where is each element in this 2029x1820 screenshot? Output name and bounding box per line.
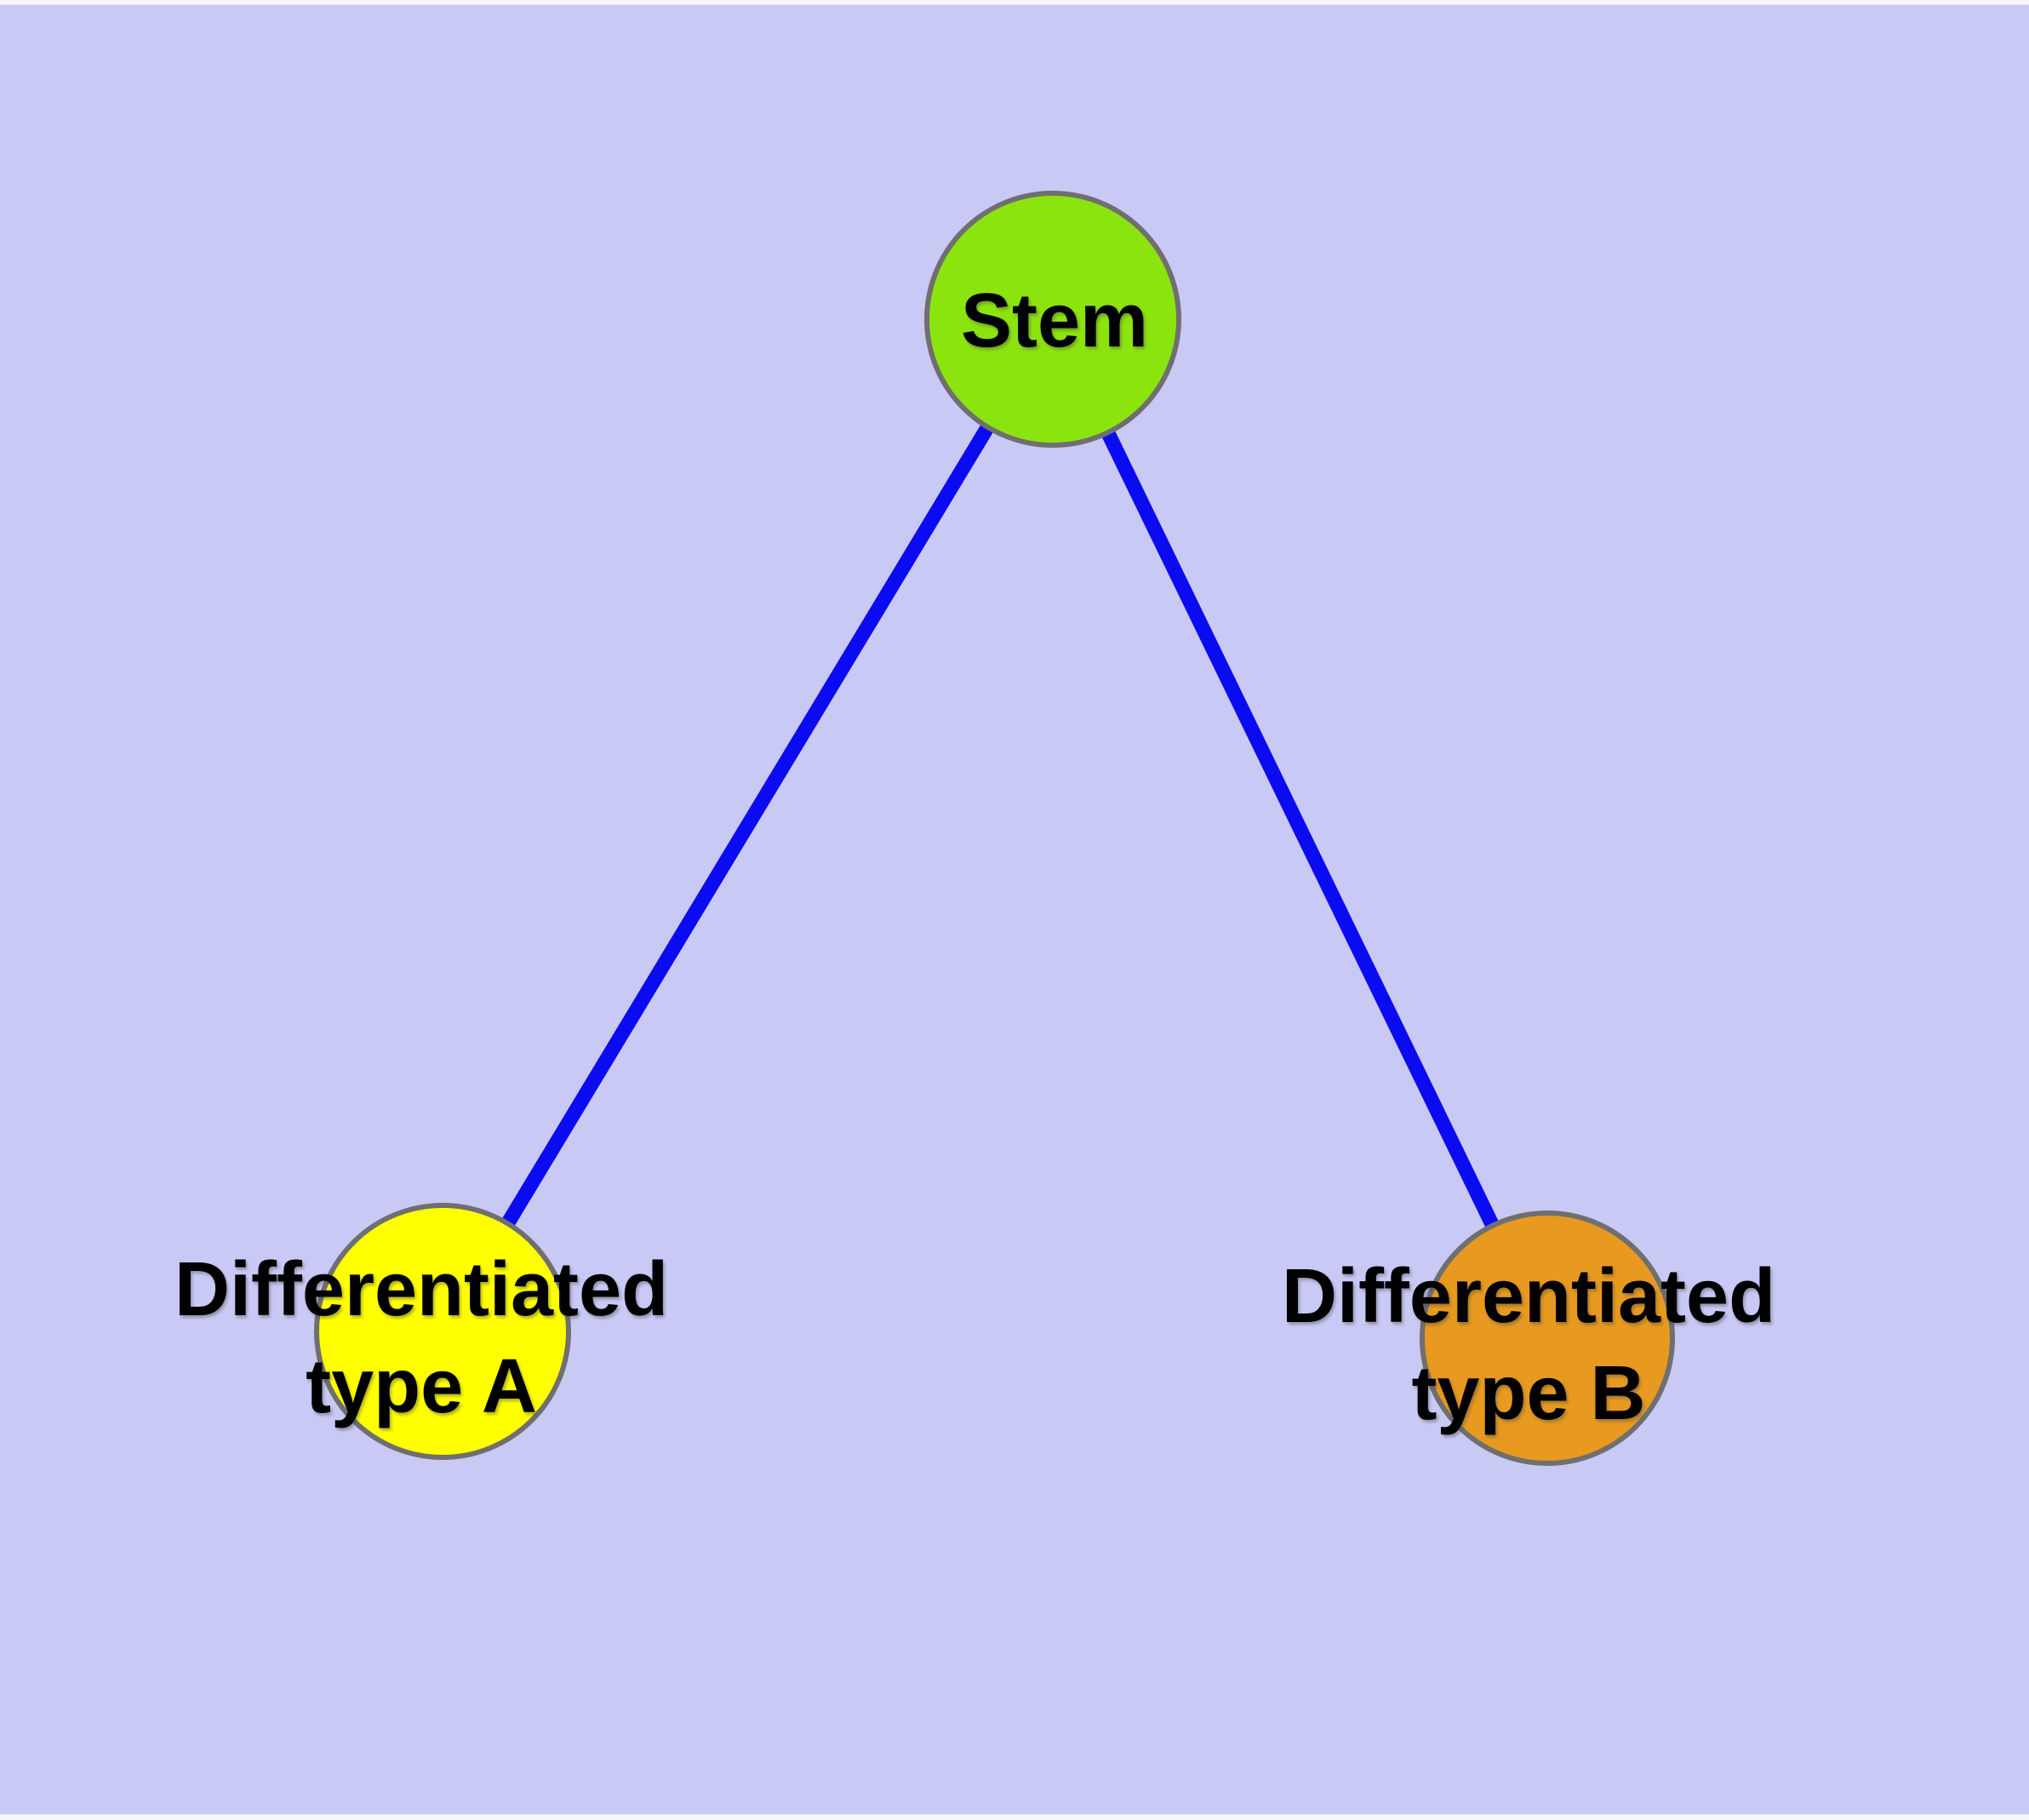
window-frame-top xyxy=(0,0,2029,5)
node-stem-label-text: Stem xyxy=(960,278,1149,363)
window-frame-bottom xyxy=(0,1814,2029,1820)
node-type-b-label-line1: Differentiated xyxy=(1281,1254,1776,1339)
node-type-b-label: Differentiated type B xyxy=(1282,1248,1775,1442)
edge-stem-to-type-a xyxy=(436,315,1060,1336)
edge-stem-to-type-b xyxy=(1046,316,1554,1342)
node-type-a-label-line2: type A xyxy=(306,1344,537,1429)
node-type-b-label-line2: type B xyxy=(1411,1351,1646,1436)
node-type-a-label-line1: Differentiated xyxy=(174,1247,669,1332)
node-type-b-circle xyxy=(1420,1210,1675,1466)
node-type-a-circle xyxy=(314,1203,571,1460)
node-type-a-label: Differentiated type A xyxy=(174,1241,668,1435)
node-stem-label: Stem xyxy=(961,272,1148,369)
node-stem-circle xyxy=(924,191,1181,448)
